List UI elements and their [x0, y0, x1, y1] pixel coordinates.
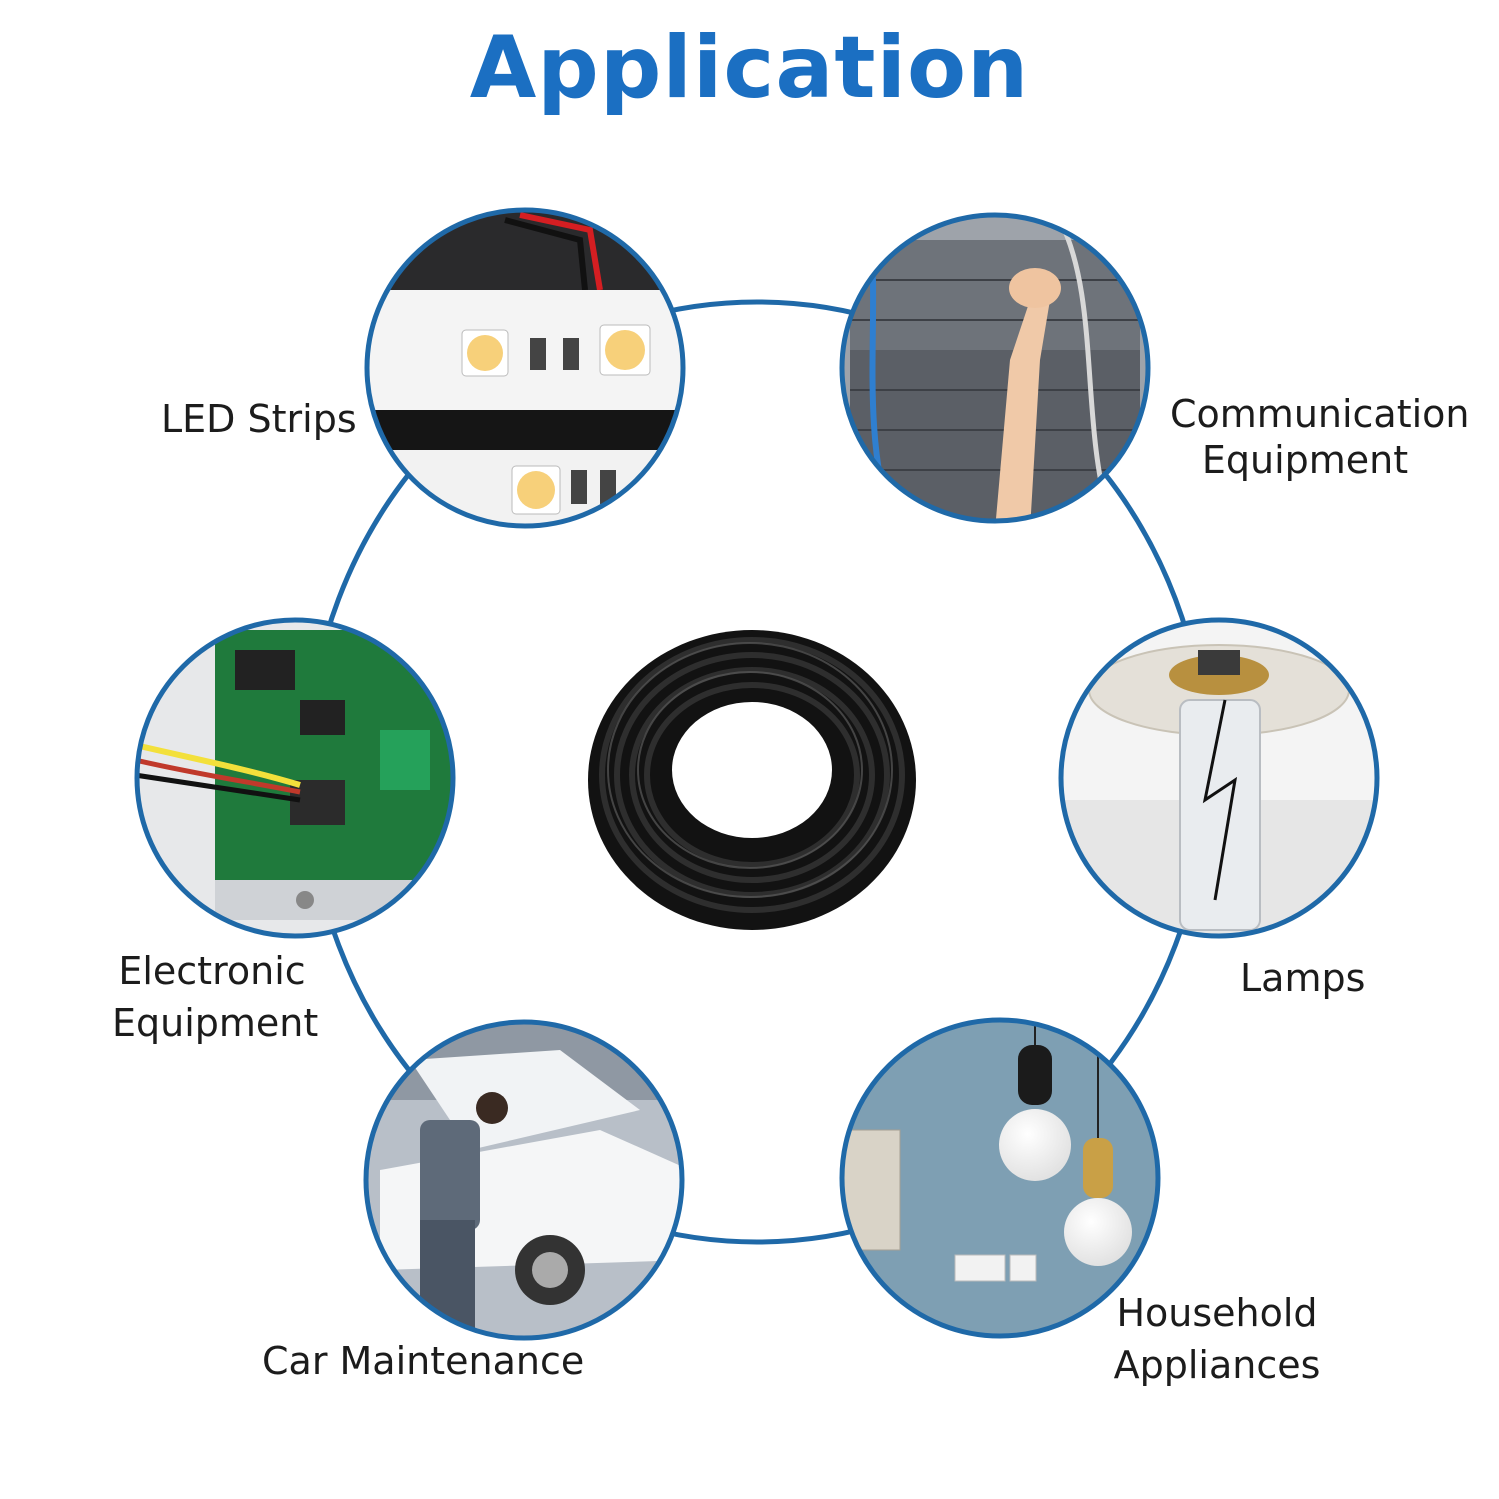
server-rack-photo: [842, 215, 1148, 521]
circuit-board-photo: [137, 620, 453, 936]
household-appliances-line1: Household: [1116, 1291, 1318, 1335]
car-maintenance-label: Car Maintenance: [262, 1339, 585, 1383]
household-appliances-line2: Appliances: [1113, 1343, 1321, 1387]
household-appliances-label: Household Appliances: [1112, 1290, 1322, 1388]
electronic-equipment-label: Electronic Equipment: [112, 948, 319, 1046]
communication-equipment-line2: Equipment: [1201, 438, 1409, 482]
electronic-equipment-line1: Electronic: [118, 949, 306, 993]
led-strip-photo: [367, 210, 683, 526]
communication-equipment-label: Communication Equipment: [1170, 391, 1470, 483]
lamps-label: Lamps: [1240, 956, 1366, 1000]
pendant-lights-photo: [842, 1020, 1158, 1336]
communication-equipment-line1: Communication: [1170, 392, 1470, 436]
led-strips-label: LED Strips: [161, 397, 357, 441]
black-cable-coil-photo: [588, 630, 916, 930]
electronic-equipment-line2: Equipment: [112, 1001, 319, 1045]
page-title: Application: [469, 18, 1030, 118]
